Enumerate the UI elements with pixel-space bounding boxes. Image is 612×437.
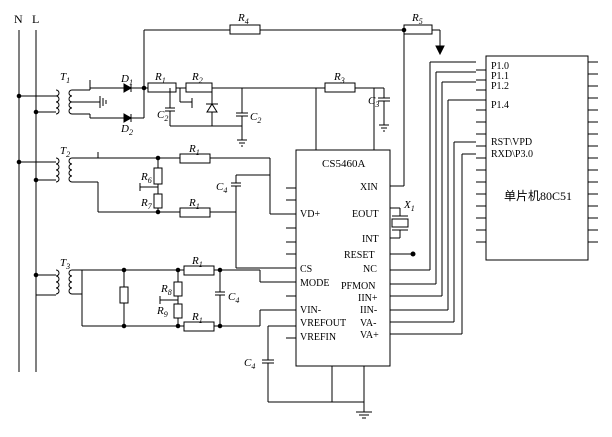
r1-t2-lower-label: R1 [188,197,200,211]
r4-label: R4 [237,12,249,26]
transformer-t1: T1 D1 D2 R4 R5 R1 R2 [19,12,445,150]
d2-label: D2 [120,123,133,137]
pin-vd-plus: VD+ [300,209,320,220]
pin-iin-plus: IIN+ [358,293,378,304]
mcu-title: 单片机80C51 [504,189,572,203]
pin-vrefin: VREFIN [300,332,336,343]
r6-label: R6 [140,171,152,185]
r7-label: R7 [140,197,153,211]
c2-right-label: C2 [250,111,261,125]
pin-eout: EOUT [352,209,379,220]
c2-left-label: C2 [157,109,168,123]
mcu-80c51: 单片机80C51 P1.0 P1.1 P1.2 P1.4 RST\VPD RXD… [476,55,598,261]
pin-mode: MODE [300,278,329,289]
pin-vrefout: VREFOUT [300,318,346,329]
c4-bottom-label: C4 [244,357,255,371]
c4-t2-label: C4 [216,181,227,195]
bottom-decoupling: C4 [244,325,372,419]
pin-nc: NC [363,264,377,275]
r2-label: R2 [191,71,203,85]
mcu-pin-p11: P1.1 [491,71,509,82]
transformer-t3: T3 R8 R9 R1 R1 [36,255,296,332]
x1-label: X1 [403,199,415,213]
r5-label: R5 [411,12,423,26]
pin-va-minus: VA- [360,318,376,329]
mains-lines: N L [14,12,39,372]
mcu-pin-p14: P1.4 [491,100,509,111]
mcu-pin-rst: RST\VPD [491,137,532,148]
d1-label: D1 [120,73,133,87]
t1-label: T1 [60,71,70,85]
pin-reset: RESET [344,250,375,261]
mcu-pin-rxd: RXD\P3.0 [491,149,533,160]
pin-int: INT [362,234,379,245]
pin-xin: XIN [360,182,378,193]
t2-label: T2 [60,145,70,159]
r3-label: R3 [333,71,345,85]
r9-label: R9 [156,305,168,319]
pin-vin-minus: VIN- [300,305,321,316]
mcu-pin-p10: P1.0 [491,61,509,72]
cs5460a-title: CS5460A [322,158,365,170]
r1-t2-upper-label: R1 [188,143,200,157]
t3-label: T3 [60,257,70,271]
r1-t3-lower-label: R1 [191,311,203,325]
transformer-t2: T2 R1 R1 R6 R7 C4 [19,143,296,269]
pin-va-plus: VA+ [360,330,379,341]
mains-l-label: L [32,12,39,26]
mains-n-label: N [14,12,23,26]
r8-label: R8 [160,283,172,297]
r1-t3-upper-label: R1 [191,255,203,269]
mcu-pin-p12: P1.2 [491,81,509,92]
cs5460a-chip: CS5460A XIN VD+ EOUT INT RESET CS NC MOD… [286,149,416,367]
pin-cs: CS [300,264,312,275]
r1-top-label: R1 [154,71,166,85]
c3-label: C3 [368,95,379,109]
pin-pfmon: PFMON [341,281,375,292]
bus-connections [390,27,476,335]
c4-t3-label: C4 [228,291,239,305]
pin-iin-minus: IIN- [360,305,377,316]
